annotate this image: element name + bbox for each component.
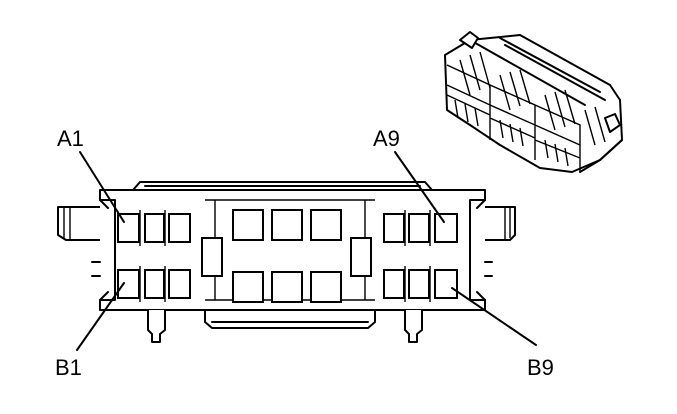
cavity-b1 (117, 269, 140, 299)
leader-a1 (79, 151, 125, 223)
cavity-a6 (310, 209, 342, 241)
pin-label-b9: B9 (527, 355, 554, 380)
cavity-mid-left (201, 237, 223, 277)
cavity-b4 (232, 271, 264, 303)
leader-b9 (451, 287, 537, 346)
cavity-a9 (434, 213, 458, 243)
cavity-a4 (232, 209, 264, 241)
pin-label-b1: B1 (55, 355, 82, 380)
cavity-a5 (271, 209, 303, 241)
cavity-a7 (383, 213, 405, 243)
bottom-foot-right (404, 310, 423, 343)
cavity-b8 (408, 269, 430, 299)
left-ear (57, 206, 100, 241)
cavity-mid-right (350, 237, 372, 277)
bottom-foot-left (147, 310, 166, 343)
pin-label-a1: A1 (57, 126, 84, 151)
cavity-b2 (144, 269, 165, 299)
cavity-b6 (310, 271, 342, 303)
cavity-b7 (383, 269, 405, 299)
connector-isometric-view (444, 31, 623, 173)
leader-a9 (394, 151, 445, 223)
cavity-a3 (168, 213, 191, 243)
cavity-a8 (408, 213, 430, 243)
pin-label-a9: A9 (373, 126, 400, 151)
bottom-latch (204, 309, 376, 329)
leader-b1 (76, 282, 125, 351)
cavity-a2 (144, 213, 165, 243)
leader-lines (76, 151, 537, 351)
cavity-b5 (271, 271, 303, 303)
top-latch (132, 181, 433, 191)
connector-face-view (57, 181, 516, 343)
cavity-b3 (168, 269, 191, 299)
cavity-b9 (434, 269, 458, 299)
